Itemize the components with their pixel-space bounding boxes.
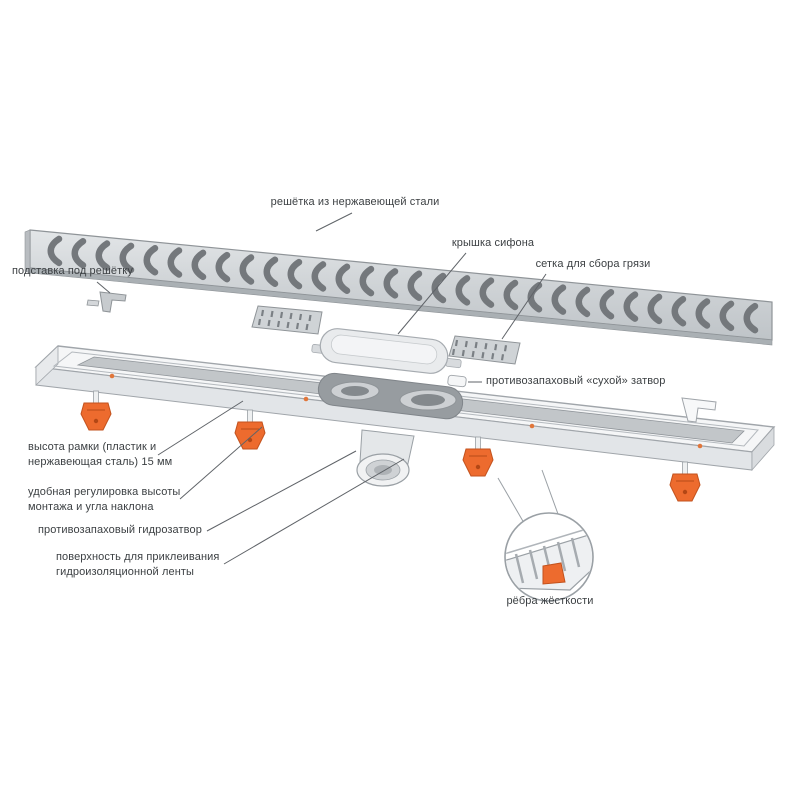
leader-water-trap — [206, 450, 357, 532]
leader-tape-surface — [223, 458, 405, 565]
label-grate: решётка из нержавеющей стали — [270, 196, 440, 208]
leader-lines — [96, 212, 547, 565]
label-dirt-mesh: сетка для сбора грязи — [535, 258, 651, 270]
dry-trap-tab — [447, 374, 467, 388]
grate-slots — [47, 235, 759, 334]
label-height-adjust: удобная регулировка высоты монтажа и угл… — [28, 486, 181, 514]
leader-siphon-cover — [397, 252, 467, 335]
frame-screw-dots — [109, 373, 703, 449]
adjustable-feet — [80, 390, 701, 502]
leader-height-adjust — [179, 426, 263, 500]
dry-trap-gaskets — [330, 374, 467, 411]
label-siphon-cover: крышка сифона — [451, 237, 535, 249]
label-water-trap: противозапаховый гидрозатвор — [38, 524, 202, 536]
label-ribs: рёбра жёсткости — [506, 595, 594, 607]
label-frame-height: высота рамки (пластик и нержавеющая стал… — [28, 441, 173, 469]
leader-frame-height — [157, 400, 244, 456]
label-grate-stand: подставка под решётку — [12, 265, 133, 277]
steel-grate — [24, 229, 773, 346]
ribs-detail-inset — [497, 469, 594, 602]
label-tape-surface: поверхность для приклеивания гидроизоляц… — [56, 551, 220, 579]
leader-grate-stand — [96, 281, 111, 294]
siphon-cover — [311, 328, 462, 374]
inset-content — [506, 527, 592, 591]
outlet-pipe — [356, 429, 415, 487]
leader-dirt-mesh — [501, 273, 547, 340]
corner-bracket — [681, 397, 717, 423]
mesh-slots-right — [451, 339, 508, 361]
dirt-mesh-basket-left — [251, 305, 323, 335]
dirt-mesh-basket-right — [448, 335, 521, 365]
mesh-slots-left — [257, 309, 312, 331]
label-dry-trap: противозапаховый «сухой» затвор — [486, 375, 666, 387]
grate-stand-bracket — [86, 291, 127, 313]
leader-grate — [315, 212, 353, 232]
